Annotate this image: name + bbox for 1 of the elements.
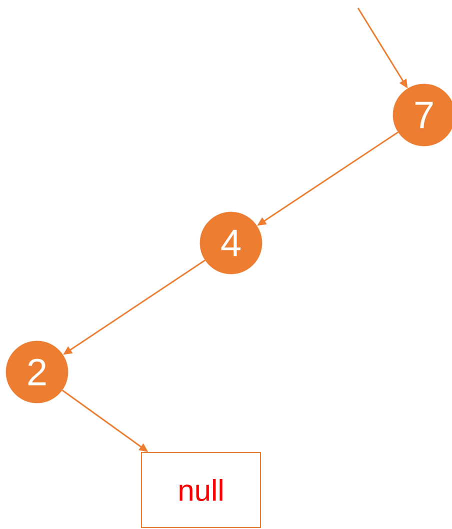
null-box: null [141, 452, 261, 528]
